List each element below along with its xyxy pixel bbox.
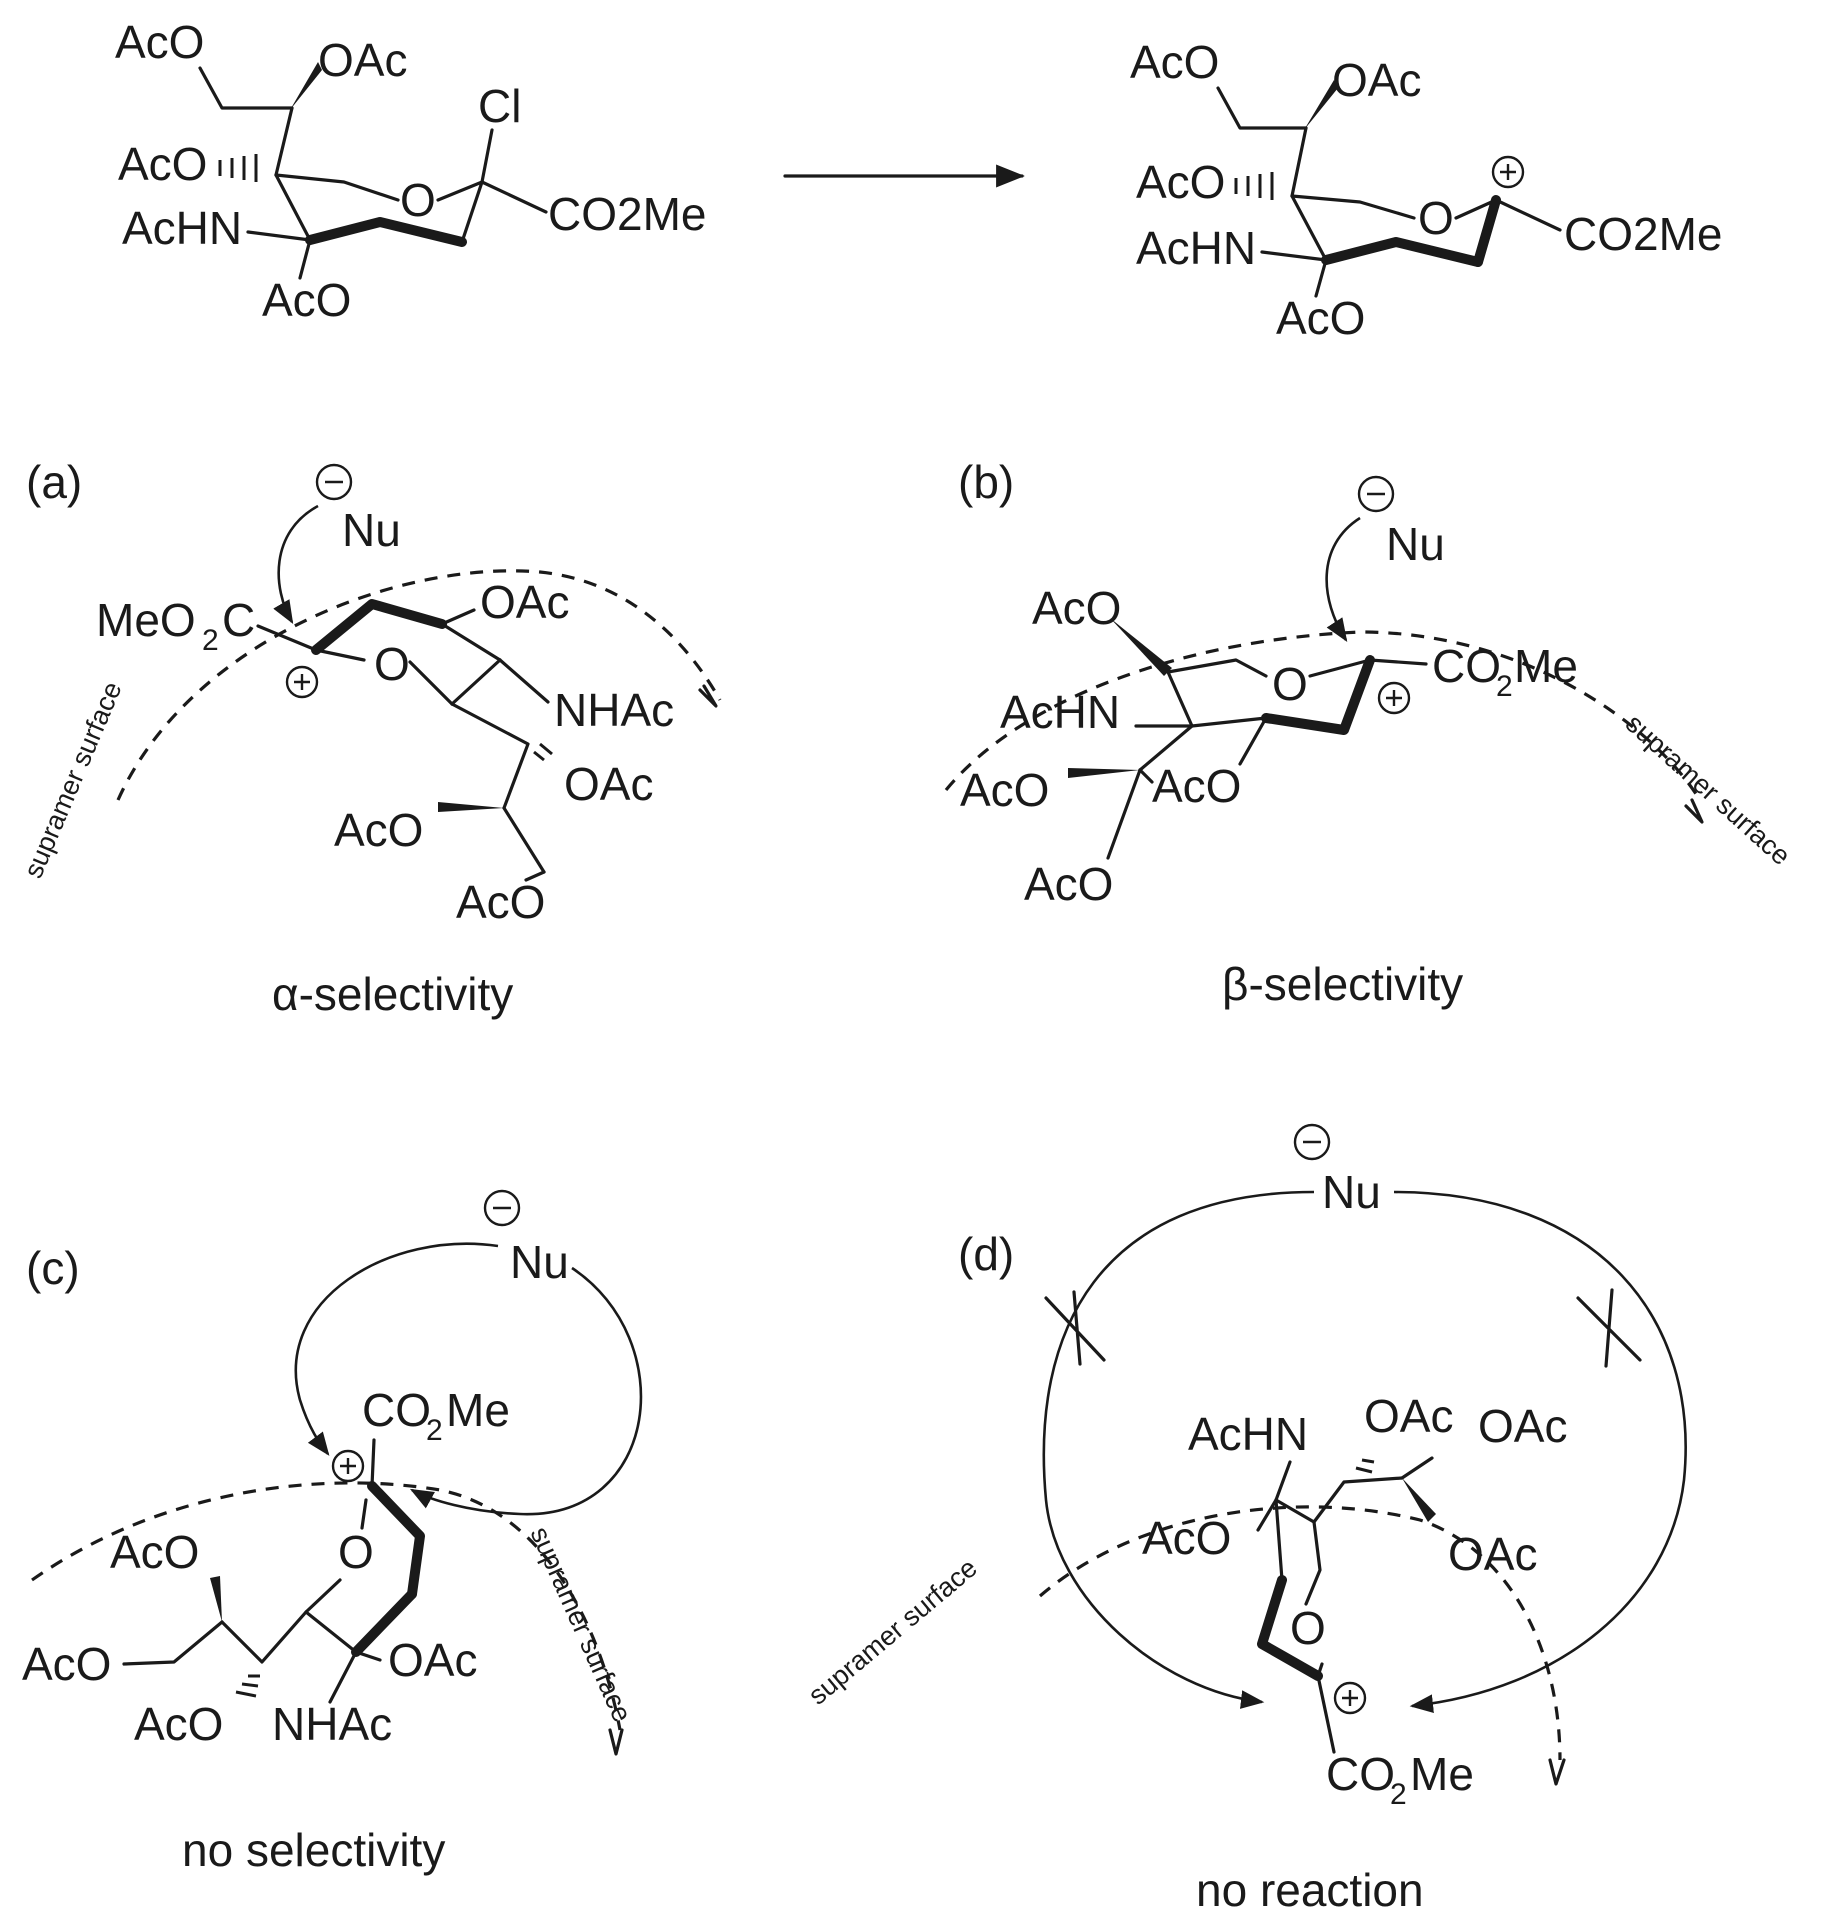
panel-c: (c) Nu supramer surface CO 2 Me O AcO Ac…	[22, 1189, 643, 1876]
panel-c-aco-left: AcO	[22, 1638, 111, 1690]
panel-c-nhac: NHAc	[272, 1698, 392, 1750]
reactant-oac-top: OAc	[318, 34, 407, 86]
panel-d-oac-1: OAc	[1364, 1390, 1453, 1442]
reactant-structure: AcO OAc Cl AcO O CO2Me AcHN AcO	[115, 16, 706, 326]
panel-a-surface-curve	[116, 569, 722, 801]
panel-c-aco-top: AcO	[110, 1526, 199, 1578]
panel-a-surface-label: supramer surface	[18, 677, 128, 882]
panel-b-nu: Nu	[1386, 518, 1445, 570]
panel-b-attack-arrow	[1325, 516, 1361, 642]
product-aco-top: AcO	[1130, 36, 1219, 88]
panel-c-co-subscript: 2	[426, 1414, 443, 1447]
panel-a: (a) Nu supramer surface MeO 2 C OAc O NH…	[18, 456, 722, 1020]
panel-d-aco: AcO	[1142, 1512, 1231, 1564]
panel-b-aco-bottom: AcO	[1024, 858, 1113, 910]
panel-c-attack-arrow-right	[409, 1266, 643, 1516]
panel-d-co-subscript: 2	[1390, 1778, 1407, 1811]
oxocarbenium-product: AcO OAc AcO O CO2Me AcHN AcO	[1130, 36, 1722, 344]
panel-a-oac-mid: OAc	[564, 758, 653, 810]
panel-c-attack-arrow-left	[294, 1242, 499, 1456]
panel-b-surface-label: supramer surface	[1620, 708, 1796, 871]
panel-a-oac-top: OAc	[480, 576, 569, 628]
panel-a-meo-c: C	[222, 594, 255, 646]
panel-c-co: CO	[362, 1384, 431, 1436]
panel-a-meo-subscript: 2	[202, 624, 219, 657]
panel-a-caption: α-selectivity	[272, 968, 513, 1020]
panel-a-aco-2: AcO	[456, 876, 545, 928]
panel-b-surface-curve	[944, 630, 1702, 801]
panel-c-surface-label: supramer surface	[525, 1522, 638, 1726]
panel-d: (d) Nu supramer surface AcHN OAc OAc AcO…	[803, 1123, 1687, 1916]
panel-b-caption: β-selectivity	[1222, 958, 1463, 1010]
panel-d-block-right-icon	[1576, 1288, 1642, 1368]
panel-d-achn: AcHN	[1188, 1408, 1308, 1460]
reactant-achn: AcHN	[122, 202, 242, 254]
panel-d-label: (d)	[958, 1228, 1014, 1280]
panel-d-block-left-icon	[1044, 1290, 1106, 1366]
reactant-ring-o: O	[400, 174, 436, 226]
panel-d-oac-2: OAc	[1478, 1400, 1567, 1452]
panel-a-nu: Nu	[342, 504, 401, 556]
panel-a-nhac: NHAc	[554, 684, 674, 736]
panel-c-aco-bottom: AcO	[134, 1698, 223, 1750]
panel-b-aco-mid: AcO	[1152, 760, 1241, 812]
product-aco-bottom: AcO	[1276, 292, 1365, 344]
panel-d-oac-3: OAc	[1448, 1528, 1537, 1580]
panel-b-ring-o: O	[1272, 658, 1308, 710]
panel-b-aco-left: AcO	[960, 764, 1049, 816]
panel-c-caption: no selectivity	[182, 1824, 445, 1876]
product-ring-o: O	[1418, 192, 1454, 244]
panel-a-aco-1: AcO	[334, 804, 423, 856]
panel-c-nu: Nu	[510, 1236, 569, 1288]
panel-b: (b) Nu supramer surface AcO O CO 2 Me Ac…	[944, 456, 1796, 1010]
panel-c-label: (c)	[26, 1242, 80, 1294]
panel-a-attack-arrow	[273, 504, 319, 625]
panel-d-ring-o: O	[1290, 1602, 1326, 1654]
panel-b-achn: AcHN	[1000, 686, 1120, 738]
panel-c-ring-o: O	[338, 1526, 374, 1578]
panel-b-co-me: Me	[1514, 640, 1578, 692]
reactant-aco-bottom: AcO	[262, 274, 351, 326]
panel-c-co-me: Me	[446, 1384, 510, 1436]
reactant-cl: Cl	[478, 80, 521, 132]
product-oac-top: OAc	[1332, 54, 1421, 106]
panel-d-co-me: Me	[1410, 1748, 1474, 1800]
panel-d-attack-arrow-left	[1042, 1190, 1315, 1709]
panel-a-label: (a)	[26, 456, 82, 508]
panel-d-surface-label: supramer surface	[803, 1553, 983, 1711]
reactant-co2me: CO2Me	[548, 188, 706, 240]
panel-a-meo: MeO	[96, 594, 196, 646]
reactant-aco-mid: AcO	[118, 138, 207, 190]
reactant-aco-top: AcO	[115, 16, 204, 68]
panel-c-oac: OAc	[388, 1634, 477, 1686]
panel-c-surface-curve	[31, 1481, 622, 1731]
panel-d-surface-curve	[1038, 1505, 1562, 1761]
product-co2me: CO2Me	[1564, 208, 1722, 260]
product-achn: AcHN	[1136, 222, 1256, 274]
panel-d-co: CO	[1326, 1748, 1395, 1800]
panel-b-co-subscript: 2	[1496, 670, 1513, 703]
panel-a-ring-o: O	[374, 638, 410, 690]
panel-b-label: (b)	[958, 456, 1014, 508]
product-aco-mid: AcO	[1136, 156, 1225, 208]
panel-b-aco-top: AcO	[1032, 582, 1121, 634]
panel-d-caption: no reaction	[1196, 1864, 1424, 1916]
panel-d-nu: Nu	[1322, 1166, 1381, 1218]
panel-b-co: CO	[1432, 640, 1501, 692]
